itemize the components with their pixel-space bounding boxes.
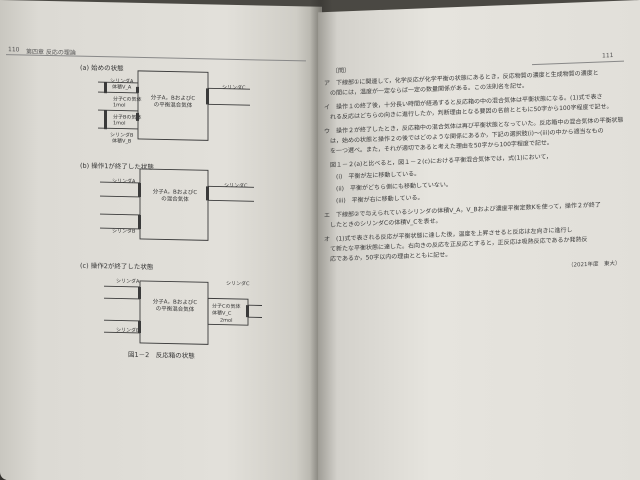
right-page: 111 〔問〕 ア 下線部①に関連して，化学反応が化学平衡の状態にあるとき，反応… [318, 0, 640, 480]
diagram-b-pipe-a-bottom [100, 195, 140, 198]
diagram-b-pipe-c-bottom [208, 199, 254, 202]
diagram-c-pipe-a-bottom [104, 297, 140, 300]
diagram-c-pipe-b-top [104, 319, 140, 322]
diagram-b-pipe-a-top [100, 181, 140, 184]
diagram-a-pipe-c-bottom [208, 103, 250, 106]
diagram-b-valve-c [206, 186, 209, 201]
diagram-a-reaction-box [137, 70, 209, 141]
question-line-0: 〔問〕 [332, 67, 351, 75]
diagram-a-valve-c [206, 88, 209, 105]
diagram-c-pipe-a-top [104, 285, 140, 288]
diagram-c-reaction-box [139, 280, 209, 345]
diagram-c-valve-a [138, 286, 141, 299]
diagram-b-valve-a [138, 182, 141, 197]
diagram-a-valve-a [136, 86, 139, 93]
diagram-a-piston-b [104, 110, 107, 130]
question-line-9: (i) 平衡が左に移動している。 [324, 170, 421, 182]
question-line-13: したときのシリンダCの体積V_Cを表せ。 [324, 217, 442, 230]
diagram-b-pipe-c-top [208, 185, 254, 188]
diagram-b-valve-b [138, 214, 141, 229]
diagram-c-piston-c [246, 305, 249, 318]
apparatus-line-art [0, 0, 322, 480]
left-page: 110 第四章 反応の理論 (a) 始めの状態 シリンダA 体積V_A 分子Cの… [0, 0, 322, 480]
diagram-b-pipe-b-top [100, 213, 140, 216]
right-page-number: 111 [602, 52, 614, 60]
diagram-a-piston-a [104, 82, 107, 94]
right-header-rule [532, 60, 624, 66]
diagram-c-pipe-b-bottom [104, 331, 140, 334]
diagram-c-cylinder-c-box [207, 297, 249, 326]
diagram-c-valve-b [138, 320, 141, 333]
question-line-10: (ii) 平衡がどちら側にも移動していない。 [324, 181, 452, 194]
diagram-a-pipe-c-top [208, 87, 250, 90]
diagram-a-valve-b [136, 112, 139, 121]
question-text: 〔問〕 ア 下線部①に関連して，化学反応が化学平衡の状態にあるとき，反応物質の濃… [318, 0, 640, 263]
diagram-b-reaction-box [139, 168, 209, 241]
question-line-11: (iii) 平衡が右に移動している。 [324, 194, 424, 206]
question-line-8: 図１－２(a)と比べると，図１－２(c)における平衡混合気体では，式(1)におい… [324, 153, 552, 170]
source-credit: （2021年度 東大） [568, 260, 621, 269]
diagram-b-pipe-b-bottom [100, 227, 140, 230]
